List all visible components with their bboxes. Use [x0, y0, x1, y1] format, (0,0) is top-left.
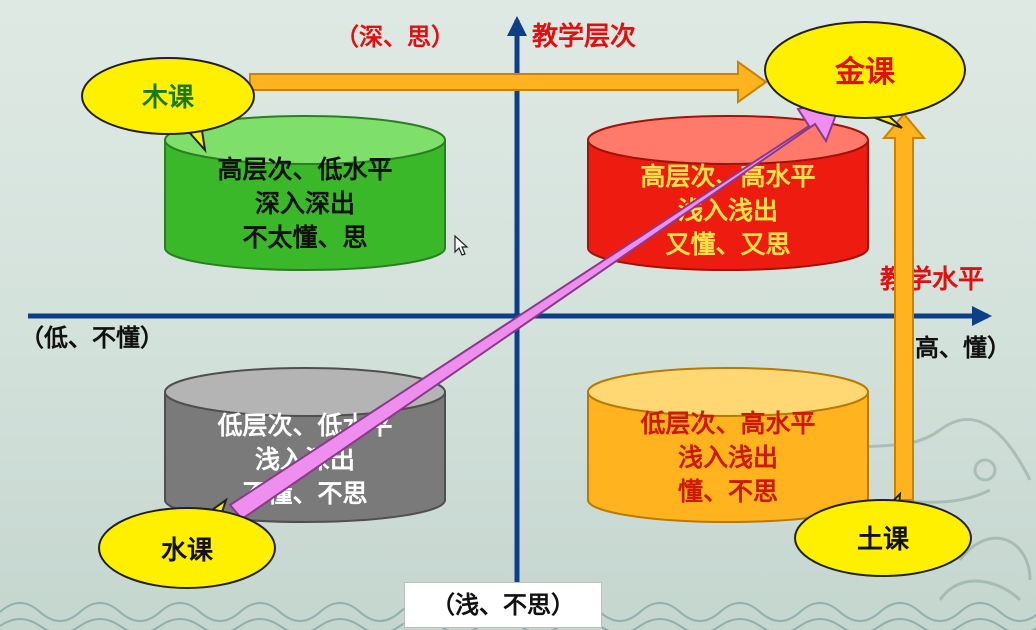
quadrant-bottom-right-line-3: 懂、不思 — [678, 477, 778, 506]
quadrant-top-left-line-2: 深入深出 — [255, 189, 355, 218]
bubble-earth-label: 土课 — [857, 525, 910, 555]
arrow-water-to-gold — [228, 97, 844, 521]
cylinder-top-right: 高层次、高水平 浅入浅出 又懂、又思 — [587, 115, 869, 271]
horizontal-axis-left-label: （低、不懂） — [20, 324, 164, 352]
horizontal-axis-right-label: 高、懂） — [915, 334, 1011, 362]
arrow-wood-to-gold — [249, 60, 768, 104]
vertical-axis-top-label: （深、思） — [335, 23, 455, 51]
cylinder-top-left: 高层次、低水平 深入深出 不太懂、思 — [164, 115, 446, 271]
quadrant-top-right-line-1: 高层次、高水平 — [640, 162, 815, 191]
bubble-water-label: 水课 — [161, 536, 214, 566]
bubble-earth: 土课 — [794, 491, 972, 577]
bubble-wood-label: 木课 — [141, 83, 195, 113]
mouse-cursor-icon — [454, 234, 469, 256]
bubble-gold-label: 金课 — [834, 55, 896, 90]
quadrant-bottom-right-line-2: 浅入浅出 — [678, 443, 778, 472]
bubble-wood: 木课 — [81, 57, 255, 154]
arrow-earth-to-gold — [881, 112, 927, 501]
bubble-water: 水课 — [98, 497, 276, 589]
vertical-axis-title: 教学层次 — [532, 21, 636, 52]
quadrant-top-left-line-1: 高层次、低水平 — [217, 155, 392, 184]
quadrant-top-right-line-2: 浅入浅出 — [678, 196, 778, 225]
cylinder-bottom-right: 低层次、高水平 浅入浅出 懂、不思 — [587, 367, 869, 523]
bubble-gold: 金课 — [764, 21, 966, 129]
quadrant-top-right-line-3: 又懂、又思 — [665, 230, 790, 259]
vertical-axis-bottom-label: （浅、不思） — [404, 582, 602, 628]
quadrant-top-left-line-3: 不太懂、思 — [242, 223, 367, 252]
quadrant-bottom-right-line-1: 低层次、高水平 — [639, 409, 815, 438]
